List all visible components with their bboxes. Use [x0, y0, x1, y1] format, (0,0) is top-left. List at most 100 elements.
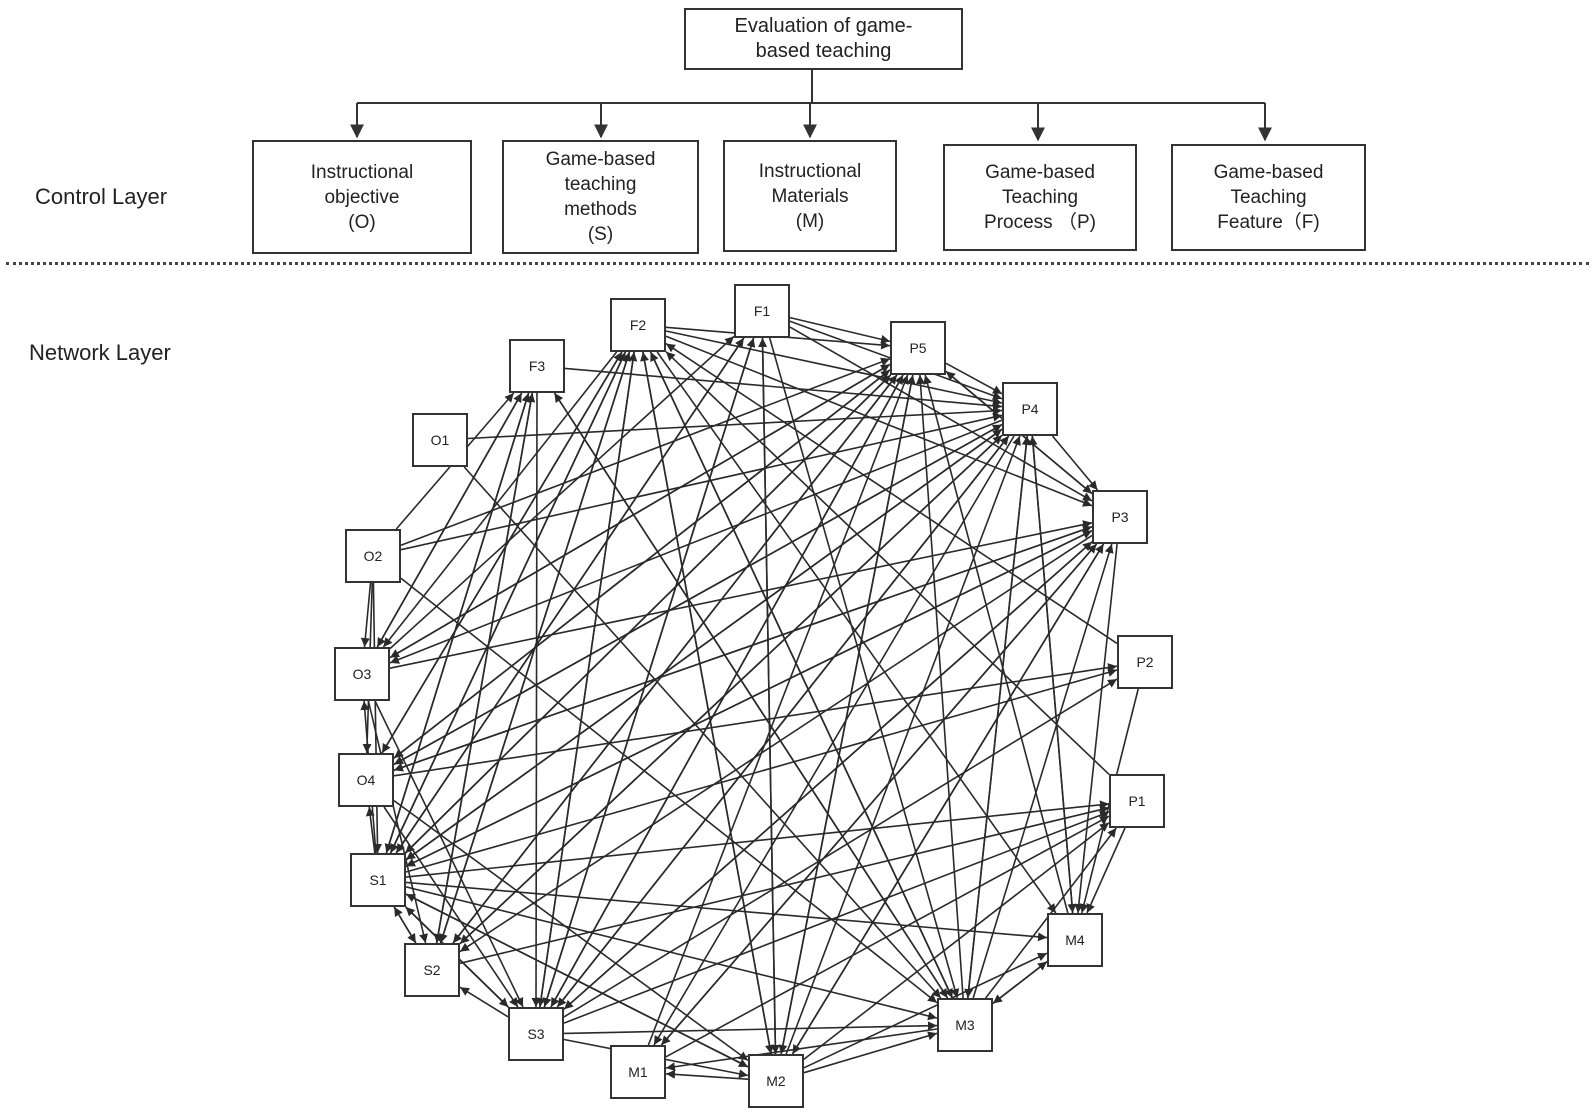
node-p1: P1 [1109, 774, 1165, 828]
node-label-p5: P5 [909, 340, 926, 356]
layer-divider [6, 262, 1589, 265]
node-o2: O2 [345, 529, 401, 583]
edge-f2-to-m2 [642, 351, 774, 1055]
node-label-s3: S3 [527, 1026, 544, 1042]
node-f2: F2 [610, 298, 666, 352]
node-label-s2: S2 [423, 962, 440, 978]
category-F-line-2: Teaching [1230, 187, 1307, 208]
node-label-o3: O3 [353, 666, 372, 682]
edge-p3-to-m4 [1074, 543, 1118, 914]
node-box-f2 [610, 298, 666, 352]
node-label-f1: F1 [754, 303, 771, 319]
category-P-box: Game-based Teaching Process （P) [943, 144, 1137, 251]
edge-s3-to-m3 [563, 1021, 938, 1035]
edge-s2-to-s1 [393, 906, 417, 944]
category-S-line-3: methods [564, 199, 637, 220]
category-P-line-2: Teaching [1001, 187, 1079, 208]
edge-m1-to-p5 [647, 374, 909, 1046]
node-label-o4: O4 [357, 772, 376, 788]
node-box-o1 [412, 413, 468, 467]
edge-p4-to-o3 [389, 419, 1003, 664]
edge-f2-to-o4 [381, 351, 623, 754]
edge-m1-to-p1 [665, 815, 1110, 1058]
edge-m2-to-p4 [785, 435, 1021, 1055]
edge-s3-to-s2 [459, 986, 509, 1018]
edge-o1-to-p4 [467, 406, 1003, 440]
node-box-m3 [937, 998, 993, 1052]
edge-p5-to-o4 [393, 369, 891, 759]
edge-o2-to-p4 [400, 412, 1003, 551]
node-label-p2: P2 [1136, 654, 1153, 670]
category-O-line-3: (O) [348, 211, 376, 233]
edge-o2-to-p5 [400, 357, 891, 547]
edge-p3-to-s1 [405, 529, 1093, 868]
edge-p1-to-m4 [1086, 827, 1126, 914]
category-F-line-1: Game-based [1213, 162, 1324, 183]
edge-p5-to-m2 [778, 374, 914, 1055]
edge-o2-to-m3 [400, 577, 938, 1004]
edges-layer [360, 316, 1139, 1080]
node-box-s1 [350, 853, 406, 907]
node-label-m4: M4 [1065, 932, 1085, 948]
category-F-line-3: Feature（F) [1217, 212, 1320, 233]
node-label-o2: O2 [364, 548, 383, 564]
edge-p3-to-m2 [791, 543, 1105, 1055]
category-O-box: Instructional objective (O) [252, 140, 472, 254]
network-layer-label: Network Layer [29, 340, 171, 365]
node-label-o1: O1 [431, 432, 450, 448]
node-box-s2 [404, 943, 460, 997]
goal-line-2: based teaching [755, 40, 892, 62]
edge-f1-to-p5 [789, 316, 891, 344]
edge-o3-to-p3 [389, 520, 1093, 669]
edge-p4-to-m3 [964, 435, 1028, 999]
edge-p5-to-o3 [389, 363, 891, 659]
edge-o4-to-m2 [393, 799, 749, 1062]
edge-p1-to-f2 [665, 351, 1110, 775]
edge-p4-to-s1 [405, 428, 1003, 861]
goal-box: Evaluation of game- based teaching [684, 8, 963, 70]
node-label-f2: F2 [630, 317, 647, 333]
node-p4: P4 [1002, 382, 1058, 436]
edge-p4-to-s2 [459, 434, 1003, 945]
category-M-line-1: Instructional [758, 160, 862, 182]
edge-p5-to-s1 [404, 374, 892, 854]
edge-o2-to-o3 [360, 582, 372, 648]
edge-m2-to-m4 [803, 952, 1048, 1069]
node-label-p3: P3 [1111, 509, 1128, 525]
edge-f2-to-m4 [656, 351, 1057, 914]
edge-p4-to-m4 [1031, 435, 1077, 914]
node-o1: O1 [412, 413, 468, 467]
node-o4: O4 [338, 753, 394, 807]
node-label-m3: M3 [955, 1017, 975, 1033]
node-o3: O3 [334, 647, 390, 701]
edge-o3-to-f1 [389, 335, 735, 650]
node-m2: M2 [748, 1054, 804, 1108]
goal-line-1: Evaluation of game- [734, 15, 913, 37]
category-S-line-2: teaching [564, 174, 637, 195]
edge-f3-to-s3 [531, 392, 541, 1008]
category-O-line-1: Instructional [310, 161, 414, 183]
node-box-f1 [734, 284, 790, 338]
edge-s1-to-o4 [365, 806, 376, 854]
node-box-m1 [610, 1045, 666, 1099]
edge-p4-to-s3 [556, 435, 1010, 1008]
edge-f2-to-s1 [389, 351, 627, 854]
edge-s1-to-p1 [405, 800, 1110, 878]
edge-o4-to-s3 [383, 806, 519, 1008]
edge-m2-to-m3 [803, 1031, 938, 1074]
edge-m3-to-p5 [916, 374, 964, 999]
edge-p3-to-m1 [660, 543, 1098, 1046]
node-box-p2 [1117, 635, 1173, 689]
node-p2: P2 [1117, 635, 1173, 689]
category-P-line-1: Game-based [985, 162, 1095, 183]
node-m1: M1 [610, 1045, 666, 1099]
edge-p5-to-s2 [452, 374, 898, 944]
edge-f1-to-s1 [395, 337, 745, 854]
edge-f3-to-m3 [553, 392, 949, 999]
edge-s3-to-p2 [563, 678, 1118, 1018]
category-F-box: Game-based Teaching Feature（F) [1171, 144, 1366, 251]
node-box-f3 [509, 339, 565, 393]
node-box-m2 [748, 1054, 804, 1108]
node-label-m2: M2 [766, 1073, 786, 1089]
node-s2: S2 [404, 943, 460, 997]
